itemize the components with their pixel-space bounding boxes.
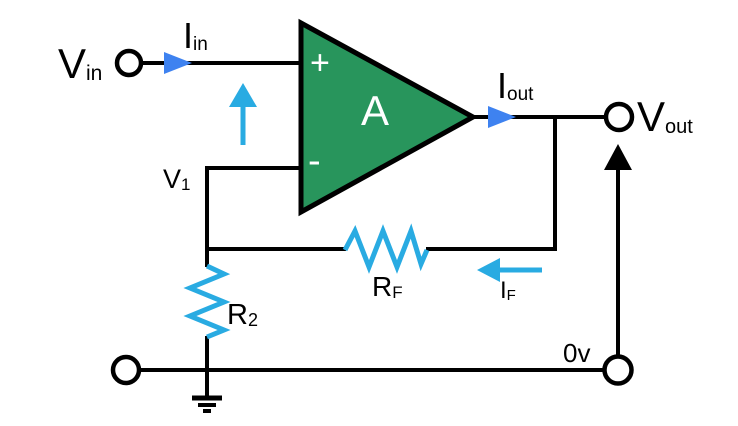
opamp-triangle (298, 18, 479, 217)
vout-voltage-arrow-head (604, 144, 632, 170)
r2-label-main: R (227, 299, 248, 331)
vout-label-sub: out (665, 116, 693, 138)
iout-label: Iout (497, 65, 534, 106)
vout-label: Vout (637, 93, 693, 140)
r2-resistor-zigzag (183, 263, 231, 340)
iin-label: Iin (183, 15, 208, 56)
v1-label-sub: 1 (181, 175, 190, 194)
v1-label-main: V (163, 164, 181, 194)
iin-label-sub: in (193, 34, 208, 55)
if-label-main: I (500, 277, 507, 304)
opamp-gain-label: A (361, 87, 389, 134)
if-label: IF (500, 277, 516, 304)
r2-label: R2 (227, 299, 258, 331)
vout-terminal (603, 101, 635, 133)
v1-label: V1 (163, 164, 190, 194)
inverting-input-wire (205, 166, 303, 267)
vout-label-main: V (637, 93, 665, 140)
feedback-resistor-zigzag (342, 223, 430, 274)
vin-terminal (114, 48, 144, 78)
if-current-arrow (477, 258, 542, 282)
opamp-plus-sign: + (310, 44, 330, 82)
if-label-sub: F (507, 287, 516, 304)
iin-arrow-head (164, 52, 192, 74)
opamp-minus-sign: - (308, 140, 321, 182)
iin-label-main: I (183, 15, 193, 56)
rf-label-sub: F (392, 283, 402, 302)
rf-label: RF (372, 271, 403, 302)
feedback-node-current-arrow (229, 83, 257, 145)
vin-label: Vin (58, 40, 102, 87)
up-arrow-head (229, 83, 257, 107)
zero-volt-label: 0v (563, 338, 590, 368)
if-arrow-head (477, 258, 500, 282)
ground-symbol (192, 395, 222, 413)
iout-arrow-head (488, 106, 516, 128)
r2-label-sub: 2 (248, 310, 258, 330)
vin-label-sub: in (86, 62, 102, 85)
ground-right-terminal (602, 354, 634, 386)
rf-label-main: R (372, 271, 392, 302)
iout-label-main: I (497, 65, 507, 106)
vin-label-main: V (58, 40, 86, 87)
ground-left-terminal (110, 354, 142, 386)
iout-label-sub: out (507, 84, 534, 105)
